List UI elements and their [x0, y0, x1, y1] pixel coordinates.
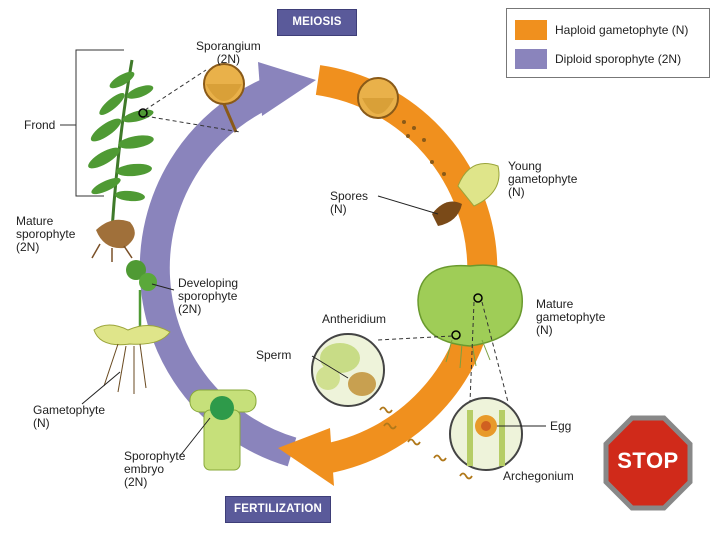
- open-sporangium-illustration: [357, 77, 446, 176]
- developing-sporophyte-label: Developing sporophyte (2N): [178, 276, 239, 316]
- diploid-swatch: [515, 49, 547, 69]
- meiosis-arrowhead: [258, 62, 316, 116]
- haploid-legend-label: Haploid gametophyte (N): [555, 23, 689, 37]
- stop-sign-icon: [603, 415, 693, 511]
- sporangium-illustration: [144, 63, 245, 133]
- young-gametophyte-illustration: [377, 163, 500, 226]
- young-gametophyte-label: Young gametophyte (N): [508, 159, 578, 199]
- mature-sporophyte-fern-illustration: [88, 59, 154, 262]
- frond-label: Frond: [24, 118, 56, 132]
- developing-sporophyte-illustration: [126, 260, 175, 330]
- fertilization-label: FERTILIZATION: [225, 496, 331, 523]
- legend: Haploid gametophyte (N) Diploid sporophy…: [506, 8, 710, 78]
- mature-gametophyte-label: Mature gametophyte (N): [536, 297, 606, 337]
- egg-label: Egg: [550, 419, 572, 433]
- stop-sign-text: STOP: [617, 448, 679, 473]
- fertilization-arrowhead: [278, 428, 334, 486]
- sperm-label: Sperm: [256, 348, 292, 362]
- archegonium-illustration: [449, 397, 546, 471]
- diploid-legend-label: Diploid sporophyte (2N): [555, 52, 682, 66]
- gametophyte-label: Gametophyte (N): [33, 403, 106, 430]
- mature-sporophyte-label: Mature sporophyte (2N): [16, 214, 76, 254]
- haploid-swatch: [515, 20, 547, 40]
- frond-bracket: [60, 49, 124, 197]
- antheridium-label: Antheridium: [322, 312, 387, 326]
- archegonium-label: Archegonium: [503, 469, 574, 483]
- sporangium-label: Sporangium (2N): [196, 39, 261, 66]
- sporophyte-embryo-illustration: [179, 389, 257, 471]
- mature-gametophyte-illustration: [377, 264, 523, 403]
- spores-label: Spores (N): [330, 189, 369, 216]
- antheridium-illustration: [311, 333, 385, 407]
- gametophyte-illustration: [81, 324, 171, 405]
- swimming-sperm-illustration: [379, 406, 473, 480]
- sporophyte-embryo-label: Sporophyte embryo (2N): [124, 449, 186, 489]
- meiosis-label: MEIOSIS: [277, 9, 357, 36]
